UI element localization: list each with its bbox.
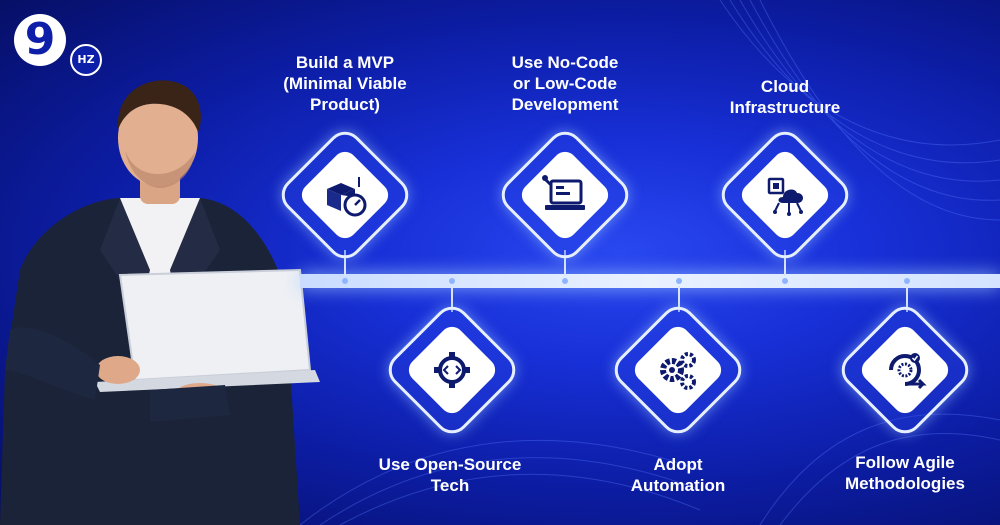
step-label-mvp: Build a MVP (Minimal Viable Product) (283, 53, 407, 114)
code-gear-icon (434, 352, 470, 388)
timeline-dot (449, 278, 455, 284)
step-automation (607, 299, 749, 441)
cloud-chip-icon (767, 177, 803, 216)
agile-cycle-icon (889, 353, 927, 390)
step-open-source (381, 299, 523, 441)
connector-line (564, 250, 566, 276)
timeline-dot (782, 278, 788, 284)
box-speedometer-icon (327, 177, 367, 217)
step-mvp (274, 124, 416, 266)
step-cloud (714, 124, 856, 266)
timeline-dot (676, 278, 682, 284)
step-agile (834, 299, 976, 441)
step-label-automation: Adopt Automation (630, 455, 726, 495)
step-label-open-source: Use Open-Source Tech (378, 455, 522, 495)
timeline-dot (562, 278, 568, 284)
step-label-cloud: Cloud Infrastructure (729, 77, 841, 117)
step-label-agile: Follow Agile Methodologies (845, 453, 965, 493)
logo-suffix: HZ (70, 44, 102, 76)
connector-line (344, 250, 346, 276)
connector-line (678, 286, 680, 312)
gears-icon (660, 352, 696, 390)
businessman-with-laptop (0, 80, 320, 525)
timeline-dot (904, 278, 910, 284)
connector-line (906, 286, 908, 312)
connector-line (784, 250, 786, 276)
timeline-bar (300, 274, 1000, 288)
step-no-code (494, 124, 636, 266)
logo-number: 9 (14, 14, 66, 66)
laptop-tools-icon (542, 175, 585, 210)
timeline-dot (342, 278, 348, 284)
step-label-no-code: Use No-Code or Low-Code Development (511, 53, 619, 114)
connector-line (451, 286, 453, 312)
brand-logo: 9 HZ (14, 14, 102, 76)
